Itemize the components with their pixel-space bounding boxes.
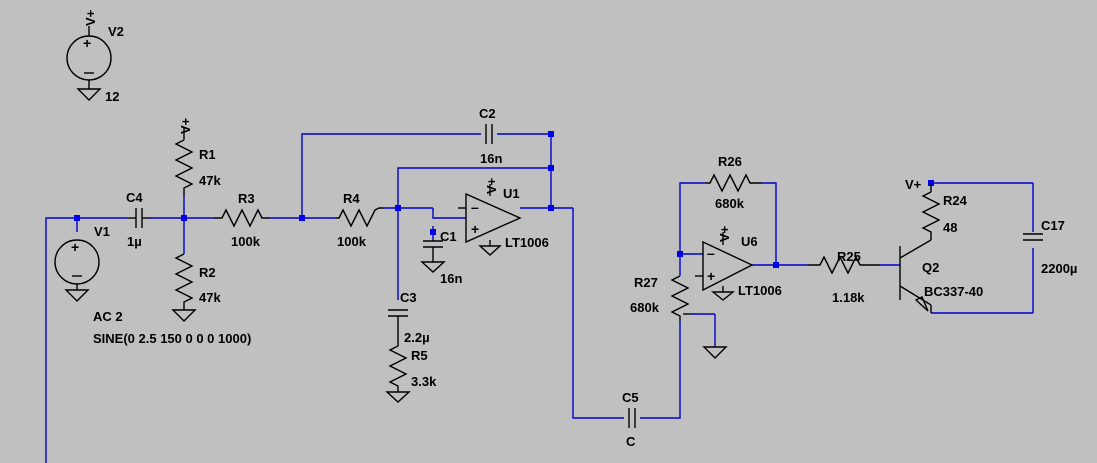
c3-name: C3	[400, 290, 417, 305]
u1-opamp[interactable]: – + V+ U1 LT1006	[458, 177, 549, 256]
r26-name: R26	[718, 154, 742, 169]
svg-text:+: +	[471, 221, 479, 237]
r25-resistor[interactable]: R25 1.18k	[808, 249, 880, 305]
v1-value: AC 2	[93, 309, 123, 324]
c17-capacitor[interactable]: C17 2200µ	[1023, 218, 1077, 276]
c1-value: 16n	[440, 271, 462, 286]
c2-value: 16n	[480, 151, 502, 166]
v2-source[interactable]: + V+ V2 12	[66, 9, 124, 104]
c1-capacitor[interactable]: C1 16n	[420, 229, 462, 286]
wires	[45, 133, 1034, 463]
u1-name: U1	[503, 186, 520, 201]
c2-capacitor[interactable]: C2 16n	[479, 106, 502, 166]
c5-value: C	[626, 434, 636, 449]
c1-name: C1	[440, 229, 457, 244]
c4-capacitor[interactable]: C4 1µ	[126, 190, 150, 249]
r4-resistor[interactable]: R4 100k	[335, 191, 383, 249]
r25-value: 1.18k	[832, 290, 865, 305]
r24-value: 48	[943, 220, 957, 235]
r5-value: 3.3k	[411, 374, 437, 389]
r27-name: R27	[634, 275, 658, 290]
v2-value: 12	[105, 89, 119, 104]
r1-supply-label: V+	[178, 117, 193, 134]
u6-supply-label: V+	[717, 225, 732, 242]
r1-resistor[interactable]: V+ R1 47k	[174, 117, 221, 196]
r5-name: R5	[411, 348, 428, 363]
svg-text:–: –	[707, 245, 715, 261]
r3-value: 100k	[231, 234, 261, 249]
v2-name: V2	[108, 24, 124, 39]
q2-name: Q2	[922, 260, 939, 275]
c5-capacitor[interactable]: C5 C	[622, 390, 639, 449]
r24-resistor[interactable]: V+ R24 48	[905, 177, 968, 236]
r2-name: R2	[199, 265, 216, 280]
c5-name: C5	[622, 390, 639, 405]
svg-text:–: –	[471, 199, 479, 215]
v1-name: V1	[94, 224, 110, 239]
u6-name: U6	[741, 234, 758, 249]
u1-model: LT1006	[505, 235, 549, 250]
r27-potentiometer[interactable]: R27 680k	[630, 275, 691, 322]
u1-supply-label: V+	[484, 177, 499, 194]
r24-supply-label: V+	[905, 177, 922, 192]
r1-value: 47k	[199, 173, 221, 188]
r27-value: 680k	[630, 300, 660, 315]
v2-supply-label: V+	[83, 9, 98, 26]
v1-value2: SINE(0 2.5 150 0 0 0 1000)	[93, 331, 251, 346]
c2-name: C2	[479, 106, 496, 121]
r26-value: 680k	[715, 196, 745, 211]
r25-name: R25	[837, 249, 861, 264]
r24-name: R24	[943, 193, 968, 208]
r4-name: R4	[343, 191, 360, 206]
c4-value: 1µ	[127, 234, 142, 249]
r26-resistor[interactable]: R26 680k	[706, 154, 762, 211]
r5-resistor[interactable]: R5 3.3k	[385, 342, 437, 403]
c4-name: C4	[126, 190, 143, 205]
r3-name: R3	[238, 191, 255, 206]
u6-opamp[interactable]: – + V+ U6 LT1006	[695, 225, 782, 359]
svg-text:+: +	[83, 35, 91, 51]
r2-value: 47k	[199, 290, 221, 305]
c3-value: 2.2µ	[404, 330, 430, 345]
r3-resistor[interactable]: R3 100k	[214, 191, 270, 249]
c17-name: C17	[1041, 218, 1065, 233]
r1-name: R1	[199, 147, 216, 162]
v1-source[interactable]: + V1 AC 2 SINE(0 2.5 150 0 0 0 1000)	[54, 224, 251, 346]
q2-transistor[interactable]: Q2 BC337-40	[899, 236, 983, 313]
u6-model: LT1006	[738, 283, 782, 298]
q2-model: BC337-40	[924, 284, 983, 299]
c17-value: 2200µ	[1041, 261, 1077, 276]
r4-value: 100k	[337, 234, 367, 249]
c3-capacitor[interactable]: C3 2.2µ	[388, 290, 430, 345]
r2-resistor[interactable]: R2 47k	[171, 253, 221, 322]
svg-text:+: +	[707, 268, 715, 284]
svg-text:+: +	[71, 239, 79, 255]
